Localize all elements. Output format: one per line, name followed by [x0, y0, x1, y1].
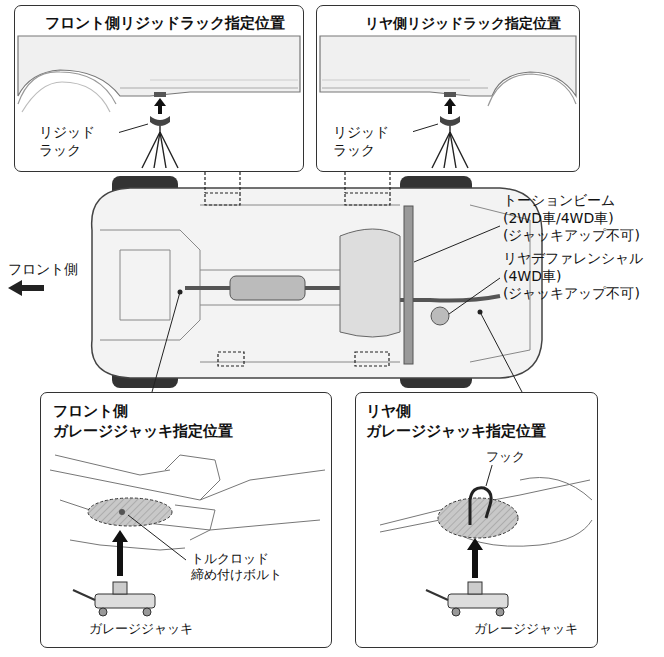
- callout-panel: フロント側 ガレージジャッキ指定位置トルクロッド 締め付けボルトガレージジャッキ: [40, 392, 332, 648]
- part-label: リジッド ラック: [331, 124, 413, 159]
- part-label: ガレージジャッキ: [87, 621, 195, 637]
- part-label: トルクロッド 締め付けボルト: [189, 551, 297, 584]
- note-label: トーションビーム (2WD車/4WD車) (ジャッキアップ不可): [503, 192, 655, 245]
- part-label: ガレージジャッキ: [472, 621, 580, 637]
- panel-heading: フロント側リジッドラック指定位置: [45, 14, 285, 33]
- part-label: フック: [484, 449, 527, 465]
- part-label: リジッド ラック: [37, 124, 119, 159]
- panel-heading: フロント側 ガレージジャッキ指定位置: [53, 401, 263, 441]
- note-label: リヤデファレンシャル (4WD車) (ジャッキアップ不可): [503, 250, 655, 303]
- direction-label: フロント側: [6, 261, 80, 279]
- panel-heading: リヤ側リジッドラック指定位置: [365, 14, 561, 32]
- callout-panel: フロント側リジッドラック指定位置リジッド ラック: [14, 5, 304, 172]
- callout-panel: リヤ側 ガレージジャッキ指定位置フックガレージジャッキ: [355, 392, 598, 648]
- panel-heading: リヤ側 ガレージジャッキ指定位置: [366, 401, 576, 441]
- callout-panel: リヤ側リジッドラック指定位置リジッド ラック: [316, 5, 580, 172]
